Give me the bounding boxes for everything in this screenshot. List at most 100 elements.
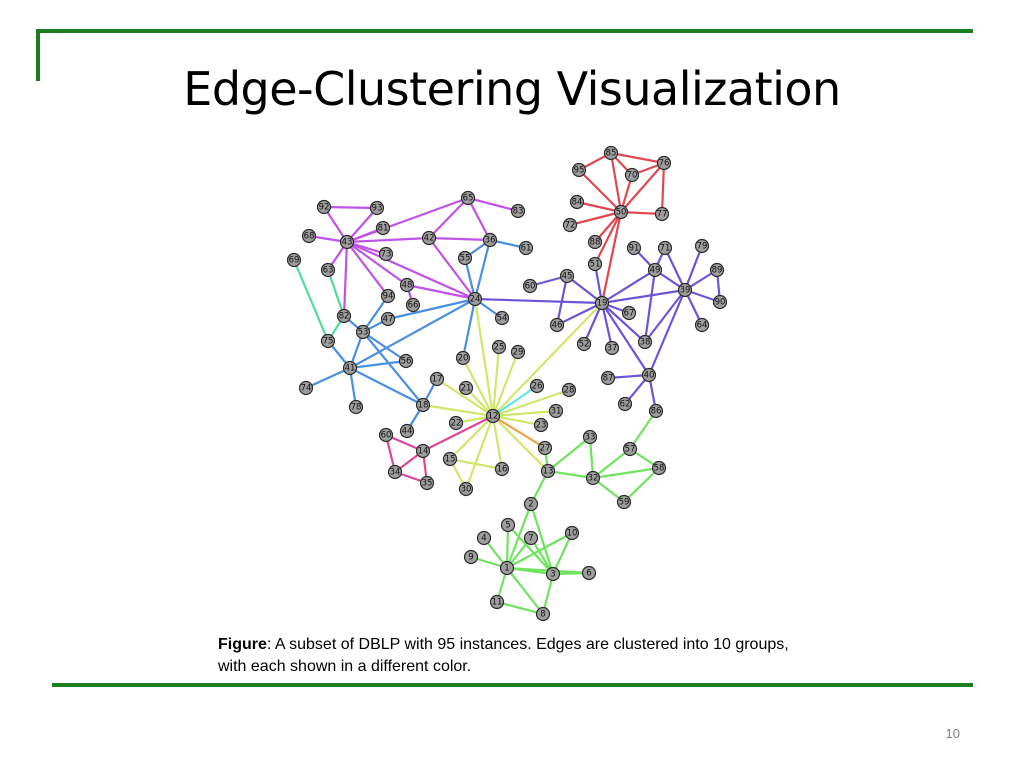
node-circle [421, 230, 437, 246]
edge-45-46 [555, 275, 569, 326]
node-circle [559, 268, 575, 284]
node-label: 19 [597, 299, 608, 309]
edge-19-52 [582, 302, 604, 345]
node-circle [548, 403, 564, 419]
node-label: 23 [536, 421, 547, 431]
node-label: 21 [461, 384, 472, 394]
edge-49-38 [643, 269, 657, 343]
node-circle [677, 282, 693, 298]
node-circle [448, 415, 464, 431]
node-circle [482, 232, 498, 248]
left-accent-bar [36, 29, 40, 81]
node-5: 5 [500, 517, 516, 533]
node-circle [533, 417, 549, 433]
node-circle [622, 441, 638, 457]
node-93: 93 [369, 200, 385, 216]
edge-12-20 [462, 357, 494, 417]
edge-86-57 [629, 410, 657, 450]
node-circle [375, 220, 391, 236]
node-label: 52 [579, 340, 590, 350]
node-circle [561, 382, 577, 398]
node-circle [419, 475, 435, 491]
node-87: 87 [600, 370, 616, 386]
node-46: 46 [549, 317, 565, 333]
node-circle [571, 162, 587, 178]
node-circle [342, 360, 358, 376]
node-1: 1 [499, 560, 515, 576]
node-circle [458, 481, 474, 497]
edge-19-39 [601, 288, 686, 305]
page-number: 10 [945, 726, 960, 741]
node-27: 27 [537, 440, 553, 456]
node-9: 9 [463, 549, 479, 565]
node-67: 67 [621, 305, 637, 321]
top-accent-bar [36, 29, 973, 33]
node-circle [523, 530, 539, 546]
edge-12-19 [492, 302, 603, 417]
node-81: 81 [375, 220, 391, 236]
edge-11-8 [496, 600, 544, 616]
edge-65-36 [467, 197, 491, 241]
node-26: 26 [529, 378, 545, 394]
node-label: 15 [445, 455, 456, 465]
node-36: 36 [482, 232, 498, 248]
edge-84-50 [576, 200, 622, 214]
node-label: 9 [468, 553, 473, 563]
edge-43-65 [346, 196, 469, 244]
edge-53-18 [362, 331, 424, 406]
node-label: 90 [715, 298, 726, 308]
node-circle [429, 371, 445, 387]
edge-76-50 [620, 162, 665, 213]
node-35: 35 [419, 475, 435, 491]
node-22: 22 [448, 415, 464, 431]
node-circle [624, 167, 640, 183]
slide-title: Edge-Clustering Visualization [183, 62, 841, 116]
node-circle [712, 294, 728, 310]
node-circle [463, 549, 479, 565]
node-label: 79 [697, 242, 708, 252]
node-circle [523, 496, 539, 512]
node-label: 73 [381, 250, 392, 260]
edge-24-41 [349, 298, 476, 369]
node-label: 42 [424, 234, 435, 244]
node-circle [529, 378, 545, 394]
node-label: 26 [532, 382, 543, 392]
edge-43-48 [346, 241, 408, 286]
node-90: 90 [712, 294, 728, 310]
node-label: 12 [488, 412, 499, 422]
node-label: 88 [590, 238, 601, 248]
node-circle [460, 190, 476, 206]
node-85: 85 [603, 145, 619, 161]
node-circle [494, 461, 510, 477]
node-label: 41 [345, 364, 356, 374]
node-13: 13 [540, 463, 556, 479]
node-label: 17 [432, 375, 443, 385]
node-label: 24 [470, 295, 481, 305]
node-38: 38 [637, 334, 653, 350]
edge-71-39 [664, 247, 686, 291]
node-circle [298, 380, 314, 396]
node-15: 15 [442, 451, 458, 467]
node-label: 18 [418, 401, 429, 411]
edge-42-36 [428, 236, 491, 242]
node-label: 83 [513, 207, 524, 217]
node-10: 10 [564, 525, 580, 541]
node-95: 95 [571, 162, 587, 178]
node-label: 56 [401, 357, 412, 367]
node-label: 46 [552, 321, 563, 331]
edge-3-10 [552, 532, 573, 575]
node-circle [301, 228, 317, 244]
node-label: 61 [521, 244, 532, 254]
node-circle [594, 295, 610, 311]
node-circle [494, 310, 510, 326]
edge-12-31 [492, 409, 557, 418]
node-circle [709, 262, 725, 278]
node-23: 23 [533, 417, 549, 433]
node-circle [316, 199, 332, 215]
node-label: 38 [640, 338, 651, 348]
edge-50-19 [600, 211, 623, 304]
edge-79-39 [683, 245, 704, 291]
figure-caption: Figure: A subset of DBLP with 95 instanc… [218, 634, 798, 678]
node-label: 82 [339, 312, 350, 322]
node-label: 94 [383, 292, 394, 302]
